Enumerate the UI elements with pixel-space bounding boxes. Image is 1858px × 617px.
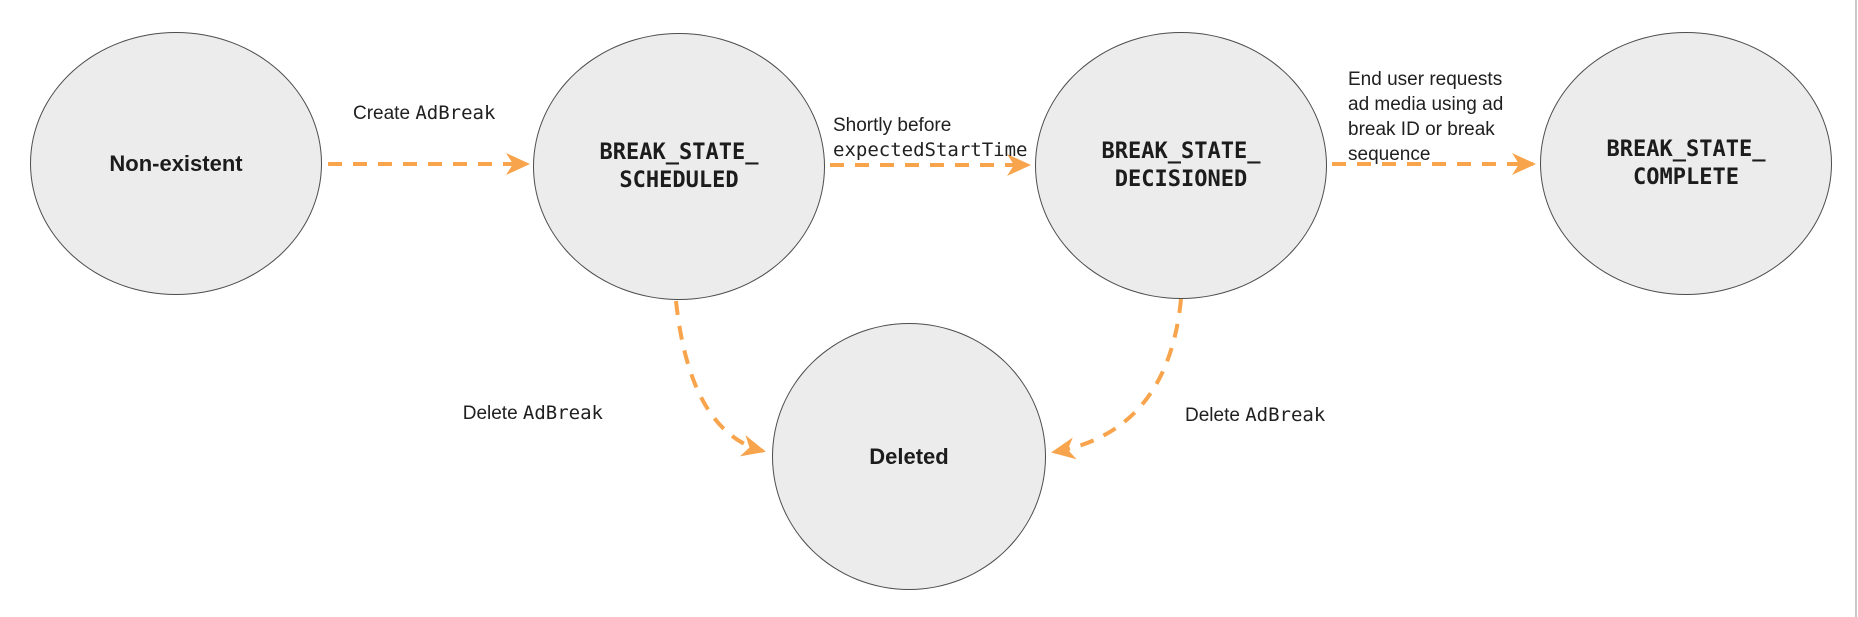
state-label-non-existent: Non-existent: [109, 150, 243, 176]
state-label-break-state-complete: BREAK_STATE_ COMPLETE: [1606, 136, 1766, 190]
state-break-state-complete: BREAK_STATE_ COMPLETE: [1540, 32, 1832, 295]
edge-label-delete-adbreak-left: Delete AdBreak: [443, 401, 603, 426]
edge-label-code-text: AdBreak: [415, 102, 496, 124]
edge-label-code-text: AdBreak: [522, 402, 603, 424]
edge-label-text: Shortly before: [833, 115, 952, 136]
edge-label-text: End user requests ad media using ad brea…: [1348, 69, 1504, 165]
edge-label-shortly-before: Shortly before expectedStartTime: [833, 88, 1027, 163]
edge-label-delete-adbreak-right: Delete AdBreak: [1185, 403, 1325, 428]
state-label-deleted: Deleted: [869, 443, 949, 469]
edge-label-create-adbreak: Create AdBreak: [353, 101, 495, 126]
state-label-break-state-decisioned: BREAK_STATE_ DECISIONED: [1101, 138, 1261, 192]
state-break-state-decisioned: BREAK_STATE_ DECISIONED: [1035, 32, 1327, 299]
state-non-existent: Non-existent: [30, 32, 322, 295]
page-edge-divider: [1855, 0, 1857, 617]
edge-label-text: Create: [353, 103, 416, 124]
edge-label-code-text: AdBreak: [1245, 404, 1326, 426]
edge-label-end-user-requests: End user requests ad media using ad brea…: [1348, 42, 1503, 167]
state-label-break-state-scheduled: BREAK_STATE_ SCHEDULED: [599, 139, 759, 193]
edge-delete-adbreak-from-scheduled: [674, 300, 766, 457]
edge-label-text: Delete: [1185, 405, 1246, 426]
state-break-state-scheduled: BREAK_STATE_ SCHEDULED: [533, 33, 825, 300]
edge-label-code-text: expectedStartTime: [833, 139, 1028, 161]
state-deleted: Deleted: [772, 323, 1046, 590]
edge-delete-adbreak-from-decisioned: [1051, 298, 1183, 460]
edge-label-text: Delete: [462, 403, 523, 424]
